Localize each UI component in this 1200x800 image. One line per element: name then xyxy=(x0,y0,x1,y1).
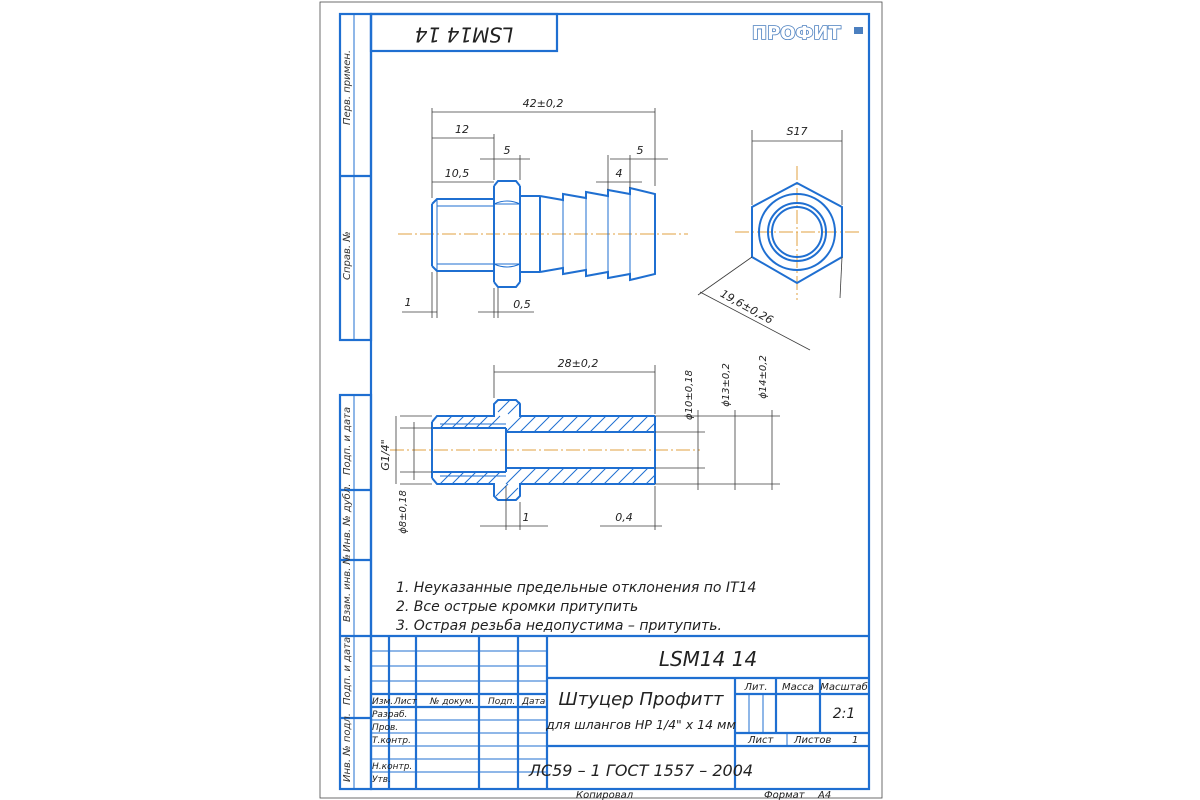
dim-1b: 1 xyxy=(523,511,530,524)
label-perv-primen: Перв. примен. xyxy=(342,50,353,125)
side-view-top xyxy=(398,108,688,318)
dim-phi13: ϕ13±0,2 xyxy=(721,363,732,407)
dim-g14: G1/4" xyxy=(379,439,392,470)
tb-massa: Масса xyxy=(782,682,814,693)
tb-code: LSM14 14 xyxy=(659,647,757,671)
dim-10-5: 10,5 xyxy=(445,167,470,180)
dim-1: 1 xyxy=(405,296,412,309)
tb-name-line2: для шлангов НР 1/4" х 14 мм xyxy=(545,717,736,732)
dim-phi8: ϕ8±0,18 xyxy=(398,490,409,534)
note-2: 2. Все острые кромки притупить xyxy=(396,599,638,615)
tb-row-nkontr: Н.контр. xyxy=(372,762,412,772)
dim-overall: 42±0,2 xyxy=(523,97,564,110)
tb-col-podp: Подп. xyxy=(488,697,515,707)
note-1: 1. Неуказанные предельные отклонения по … xyxy=(396,580,756,596)
dim-0-5: 0,5 xyxy=(513,298,531,311)
tb-listov: Листов xyxy=(793,735,831,746)
note-3: 3. Острая резьба недопустима – притупить… xyxy=(396,618,722,634)
end-view-hex xyxy=(697,130,860,351)
tb-row-utv: Утв. xyxy=(372,775,391,785)
tb-scale-value: 2:1 xyxy=(833,706,856,722)
label-sprav-no: Справ. № xyxy=(342,231,353,280)
tb-material: ЛС59 – 1 ГОСТ 1557 – 2004 xyxy=(528,761,753,780)
tb-lit: Лит. xyxy=(743,682,767,693)
tb-row-tkontr: Т.контр. xyxy=(372,736,411,746)
tb-col-list: Лист xyxy=(393,697,418,707)
dim-s17: S17 xyxy=(787,125,808,138)
tb-col-data: Дата xyxy=(521,697,545,707)
tb-list: Лист xyxy=(747,735,775,746)
profit-logo: ПРОФИТ xyxy=(750,22,863,45)
dim-12: 12 xyxy=(455,123,469,136)
tb-col-doc: № докум. xyxy=(429,697,474,707)
label-inv-podl: Инв. № подл. xyxy=(342,713,353,782)
tb-masshtab: Масштаб xyxy=(820,681,868,693)
label-podp-data-1: Подп. и дата xyxy=(342,407,353,475)
dim-28: 28±0,2 xyxy=(558,357,599,370)
stamp-code-rotated: LSM14 14 xyxy=(415,23,513,47)
title-block xyxy=(371,634,869,789)
section-view xyxy=(390,365,780,530)
label-podp-data-2: Подп. и дата xyxy=(342,637,353,705)
dim-0-4: 0,4 xyxy=(615,511,633,524)
dim-5a: 5 xyxy=(504,144,511,157)
tb-row-prov: Пров. xyxy=(372,723,398,733)
dim-4: 4 xyxy=(616,167,623,180)
dim-19-6: 19,6±0,26 xyxy=(718,287,775,327)
tb-row-razrab: Разраб. xyxy=(372,710,407,720)
tb-format: Формат xyxy=(764,790,806,800)
tb-listov-value: 1 xyxy=(852,735,858,746)
logo-text: ПРОФИТ xyxy=(752,23,841,44)
code-stamp xyxy=(369,12,559,53)
dim-5b: 5 xyxy=(637,144,644,157)
dim-phi14: ϕ14±0,2 xyxy=(758,355,769,399)
tb-format-value: А4 xyxy=(817,790,831,800)
tb-kopiroval: Копировал xyxy=(576,790,634,800)
label-inv-dubl: Инв. № дубл. xyxy=(341,484,353,552)
dim-phi10: ϕ10±0,18 xyxy=(684,370,695,420)
sheet-outline xyxy=(319,1,883,799)
tb-col-izm: Изм. xyxy=(372,697,393,707)
left-side-strip xyxy=(338,12,373,791)
tb-name-line1: Штуцер Профитт xyxy=(559,689,724,710)
label-vzam-inv: Взам. инв. № xyxy=(342,554,353,622)
